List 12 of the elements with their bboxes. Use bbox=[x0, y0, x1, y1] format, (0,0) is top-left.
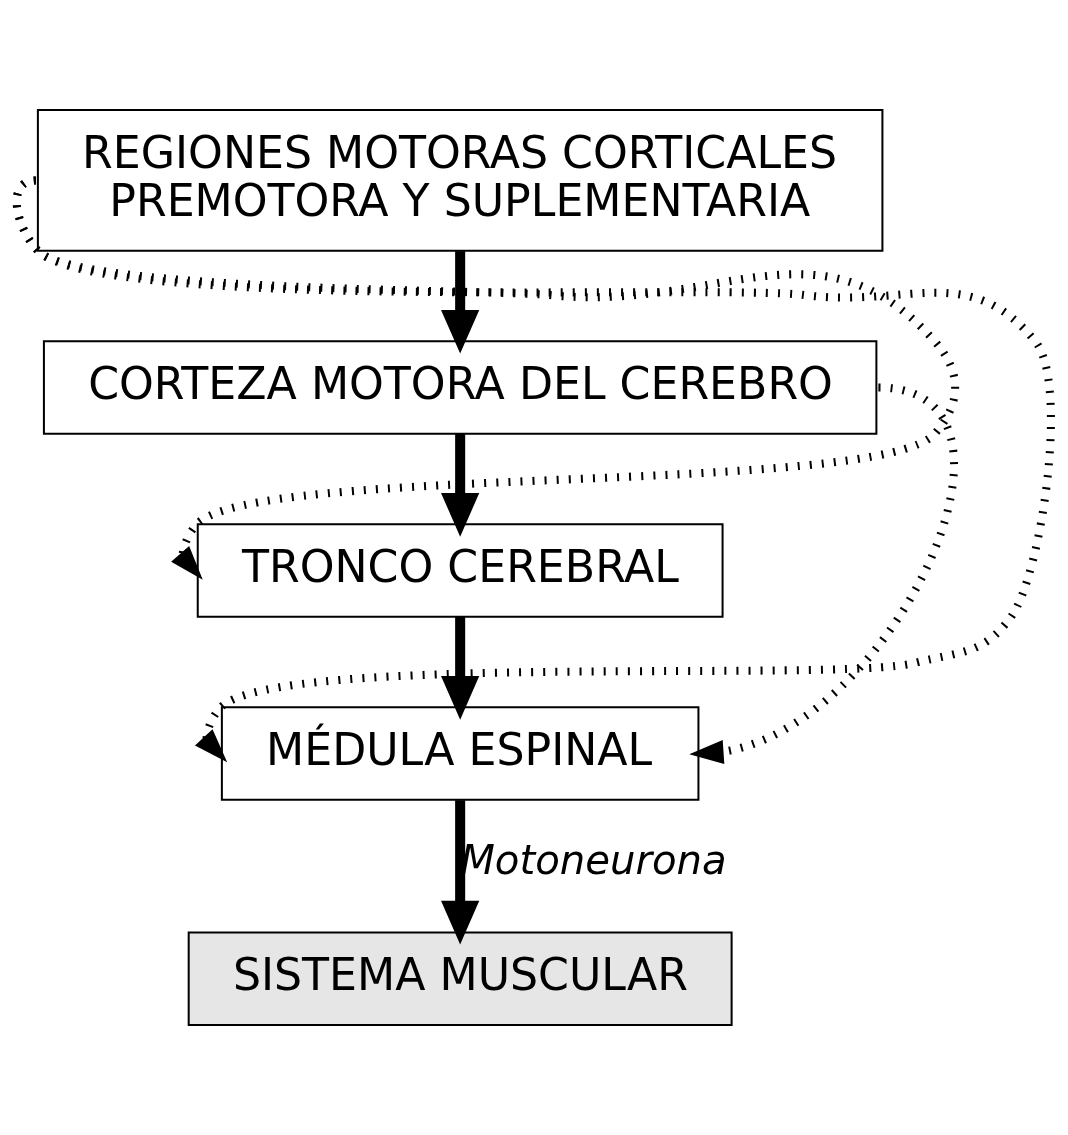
node-box: TRONCO CEREBRAL bbox=[196, 523, 724, 618]
arrow bbox=[441, 616, 480, 720]
node-box: SISTEMA MUSCULAR bbox=[187, 931, 733, 1026]
edge-label: Motoneurona bbox=[460, 837, 727, 884]
node-box: CORTEZA MOTORA DEL CEREBRO bbox=[42, 340, 878, 435]
arrow bbox=[13, 177, 1055, 763]
arrow bbox=[441, 800, 480, 945]
arrow bbox=[441, 433, 480, 537]
arrow bbox=[441, 251, 480, 354]
node-box: MÉDULA ESPINAL bbox=[220, 706, 700, 801]
node-box: REGIONES MOTORAS CORTICALES PREMOTORA Y SUPLEMENTARIA bbox=[36, 109, 884, 252]
arrow bbox=[689, 383, 958, 764]
